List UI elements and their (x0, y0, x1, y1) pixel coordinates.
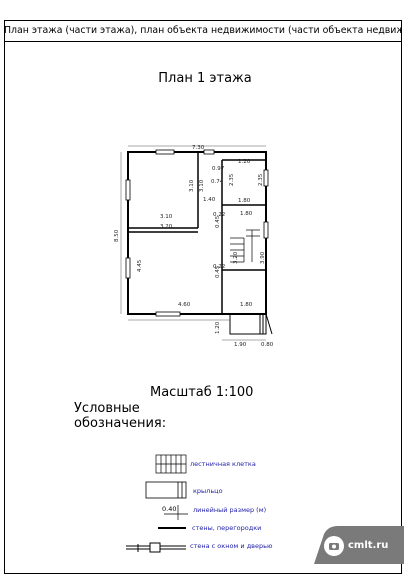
dim-right-top-height-inner: 2.35 (258, 173, 264, 186)
dim-small-074: 0.74 (211, 179, 224, 185)
legend-title: Условные обозначения: (74, 401, 167, 431)
dim-small-097: 0.97 (212, 166, 225, 172)
dim-porch-080: 0.80 (261, 342, 274, 348)
dim-wall-022a: 0.22 (213, 212, 225, 218)
outer-walls (127, 151, 267, 315)
legend-label-wall-window-door: стена с окном и дверью (190, 542, 273, 550)
dim-mid-140: 1.40 (203, 197, 216, 203)
watermark-badge (314, 526, 404, 564)
dim-porch-120: 1.20 (215, 321, 221, 334)
dim-left-310: 3.10 (160, 214, 173, 220)
document-header: План этажа (части этажа), план объекта н… (4, 20, 402, 42)
staircase (230, 229, 260, 263)
legend-stair-symbol (155, 454, 187, 474)
dim-right-top-bottom: 1.80 (238, 198, 251, 204)
legend-dimension-symbol: 0.40 (162, 505, 188, 520)
legend-label-dimension: линейный размер (м) (193, 506, 267, 514)
dim-right-top-height: 2.35 (229, 173, 235, 186)
dim-upper-left-height2: 3.10 (199, 179, 205, 192)
legend-label-walls: стены, перегородки (192, 524, 262, 532)
legend-wall-window-door-symbol (126, 542, 186, 553)
dim-wall-045a: 0.45 (215, 215, 221, 228)
interior-walls (128, 152, 266, 314)
dim-wall-045b: 0.45 (215, 265, 221, 278)
dim-left-320: 3.20 (160, 224, 173, 230)
scale-text: Масштаб 1:100 (150, 385, 254, 400)
legend-porch-symbol (145, 481, 187, 499)
dim-lower-height: 4.45 (137, 259, 143, 272)
dim-bottom-180: 1.80 (240, 302, 253, 308)
dim-bottom-460: 4.60 (178, 302, 191, 308)
document-frame (4, 20, 402, 574)
dim-overall-height: 8.50 (114, 229, 120, 242)
legend-dimension-sample: 0.40 (162, 505, 176, 513)
dim-stair-right-390: 3.90 (260, 251, 266, 264)
watermark-text: cmlt.ru (348, 540, 389, 551)
legend-label-porch: крыльцо (193, 487, 223, 495)
dimension-lines (120, 145, 266, 341)
dim-wall-022b: 0.22 (213, 264, 225, 270)
dim-mid-180: 1.80 (240, 211, 253, 217)
porch (229, 313, 273, 335)
dim-top-width: 7.30 (192, 145, 205, 151)
dim-right-top-width: 1.20 (238, 159, 251, 165)
dim-upper-left-height: 3.10 (189, 179, 195, 192)
plan-title: План 1 этажа (158, 71, 252, 86)
windows (125, 149, 269, 317)
dim-porch-190: 1.90 (234, 342, 247, 348)
dim-stair-height: 3.20 (233, 251, 239, 264)
legend-label-stair: лестничная клетка (190, 460, 256, 468)
